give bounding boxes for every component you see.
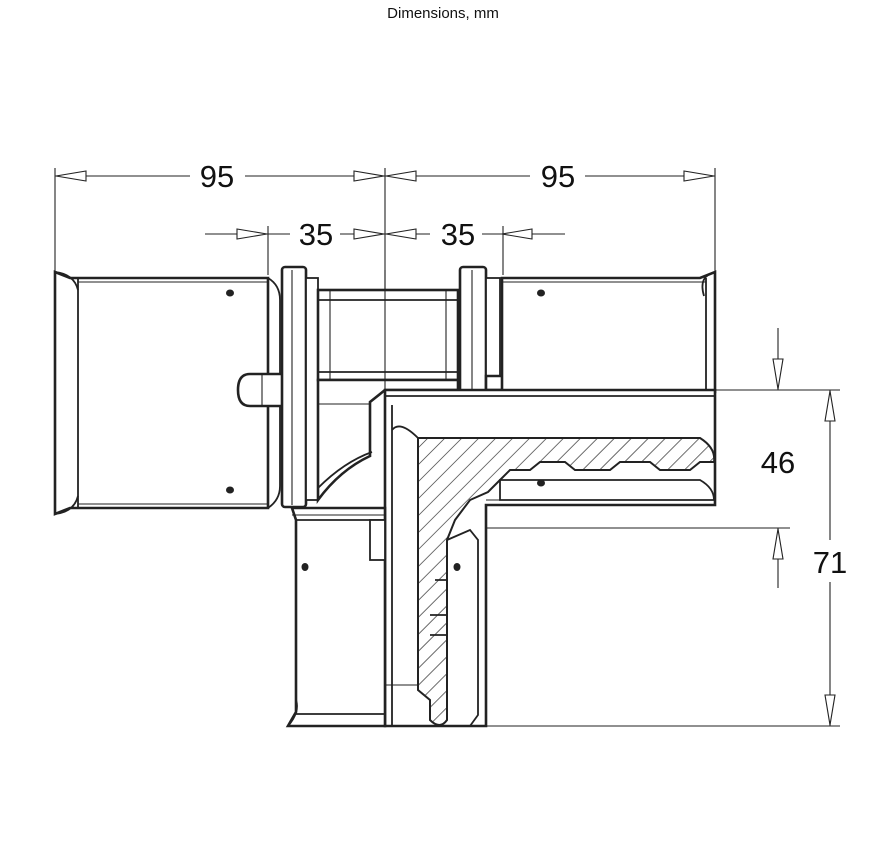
dim-label-right-inner: 35: [441, 217, 475, 252]
sleeve-hole: [226, 289, 234, 297]
arrowhead: [236, 228, 268, 240]
arrowhead: [772, 358, 784, 390]
sleeve-hole: [226, 486, 234, 494]
left-collar: [280, 265, 319, 509]
sleeve-hole: [301, 563, 309, 571]
arrowhead: [501, 228, 533, 240]
arrowhead: [353, 228, 385, 240]
sleeve-hole: [453, 563, 461, 571]
right-press-sleeve: [500, 270, 717, 394]
arrowhead: [683, 170, 715, 182]
arrowhead: [385, 228, 417, 240]
dimension-lines: 95 95 35 35 46 71: [54, 159, 847, 727]
arrowhead: [353, 170, 385, 182]
dim-label-left-inner: 35: [299, 217, 333, 252]
sleeve-hole: [537, 479, 545, 487]
arrowhead: [824, 390, 836, 422]
left-tab: [236, 372, 286, 408]
arrowhead: [824, 694, 836, 726]
dim-label-vertical-overall: 71: [813, 545, 847, 580]
arrowhead: [55, 170, 87, 182]
sleeve-hole: [537, 289, 545, 297]
arrowhead: [772, 528, 784, 560]
bottom-press-sleeve: [285, 506, 387, 728]
left-press-sleeve: [53, 270, 281, 516]
dim-label-right-overall: 95: [541, 159, 575, 194]
arrowhead: [385, 170, 417, 182]
dim-label-vertical-inner: 46: [761, 445, 795, 480]
tee-body-upper: [316, 288, 460, 504]
diagram-caption: Dimensions, mm: [387, 5, 499, 22]
dim-label-left-overall: 95: [200, 159, 234, 194]
section-view: [383, 388, 717, 728]
